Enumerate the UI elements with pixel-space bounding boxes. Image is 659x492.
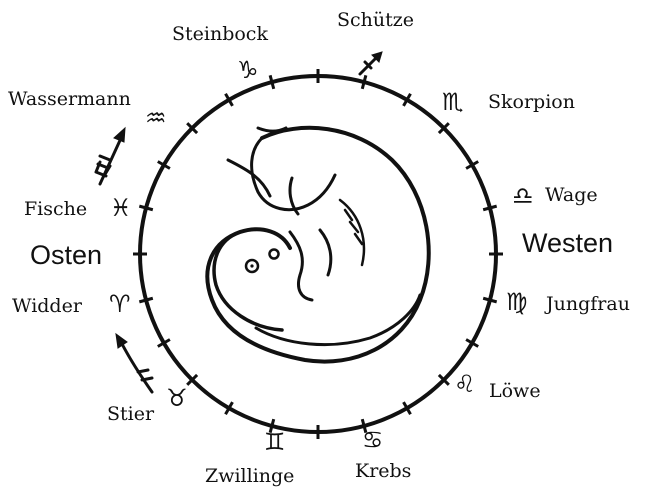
sign-label-wassermann: Wassermann (8, 90, 131, 109)
fische-arrow-icon (96, 128, 125, 184)
stier-arrow-icon (116, 334, 152, 392)
embryo-drawing (207, 128, 428, 362)
tick-mark (139, 298, 153, 302)
embryo-limb-lower (290, 230, 331, 300)
embryo-limb-upper (228, 160, 298, 214)
wassermann-symbol-icon: ♒ (145, 106, 167, 130)
tick-mark (483, 206, 497, 210)
tick-marks (133, 69, 503, 439)
sign-label-krebs: Krebs (355, 462, 411, 481)
embryo-back-curve (252, 138, 335, 210)
steinbock-symbol-icon: ♑ (237, 58, 259, 82)
fische-symbol-icon: ♓ (110, 196, 132, 220)
sign-label-loewe: Löwe (489, 382, 541, 401)
tick-mark (270, 75, 274, 89)
embryo-head-outline (214, 232, 282, 330)
embryo-eye-pupil (250, 264, 253, 267)
sign-label-zwillinge: Zwillinge (205, 467, 294, 486)
zwillinge-symbol-icon: ♊ (264, 430, 286, 454)
sign-label-wage: Wage (545, 186, 598, 205)
stier-symbol-icon: ♉ (166, 386, 188, 410)
sign-label-fische: Fische (24, 200, 87, 219)
embryo-top-fold (258, 128, 286, 131)
tick-mark (139, 206, 153, 210)
skorpion-symbol-icon: ♏ (442, 90, 464, 114)
sign-label-widder: Widder (12, 297, 82, 316)
krebs-symbol-icon: ♋ (362, 428, 384, 452)
direction-east-label: Osten (30, 242, 102, 269)
embryo-inner-curve (340, 200, 364, 265)
widder-symbol-icon: ♈ (109, 292, 131, 316)
direction-west-label: Westen (522, 230, 613, 257)
sign-label-skorpion: Skorpion (488, 93, 575, 112)
schuetze-arrow-icon (360, 52, 382, 74)
tick-mark (362, 75, 366, 89)
jungfrau-symbol-icon: ♍ (506, 290, 528, 314)
sign-label-jungfrau: Jungfrau (546, 295, 630, 314)
sign-label-stier: Stier (107, 405, 154, 424)
tick-mark (483, 298, 497, 302)
wage-symbol-icon: ♎ (512, 184, 534, 208)
loewe-symbol-icon: ♌ (454, 372, 476, 396)
sign-label-steinbock: Steinbock (172, 25, 268, 44)
sign-label-schuetze: Schütze (337, 11, 414, 30)
embryo-ear (270, 250, 279, 259)
